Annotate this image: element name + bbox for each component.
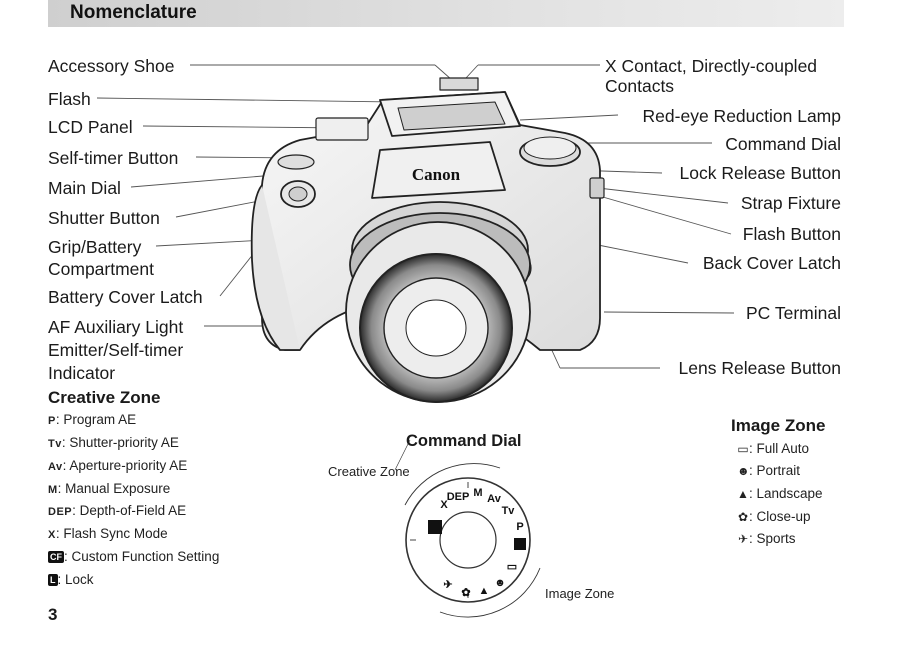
page-title: Nomenclature (70, 2, 197, 23)
label-af-auxiliary-light: AF Auxiliary Light (48, 317, 184, 337)
command-dial-glyphs: DEP M Av Tv P X ▭ ☻ ▲ ✿ ✈ (428, 487, 526, 599)
svg-text:✿: ✿ (461, 587, 470, 599)
label-indicator: Indicator (48, 363, 116, 383)
creative-zone-title: Creative Zone (48, 388, 161, 407)
label-contacts: Contacts (605, 76, 675, 96)
image-zone-item: ☻: Portrait (737, 463, 801, 478)
label-lcd-panel: LCD Panel (48, 117, 133, 137)
label-flash-button: Flash Button (742, 224, 841, 244)
label-back-cover-latch: Back Cover Latch (702, 253, 841, 273)
creative-zone-item: M: Manual Exposure (48, 481, 171, 496)
label-flash: Flash (48, 89, 91, 109)
command-dial-diagram (394, 439, 541, 618)
close-up-icon: ✿ (737, 510, 749, 524)
image-zone-item: ✿: Close-up (737, 509, 811, 524)
label-red-eye-lamp: Red-eye Reduction Lamp (642, 106, 841, 126)
label-strap-fixture: Strap Fixture (740, 193, 841, 213)
svg-text:X: X (440, 499, 448, 511)
svg-text:M: M (473, 487, 482, 499)
portrait-icon: ☻ (737, 464, 750, 478)
creative-zone-item: Av: Aperture-priority AE (48, 458, 188, 473)
image-zone-item: ✈: Sports (737, 531, 796, 546)
camera-body (250, 77, 605, 403)
label-x-contact: X Contact, Directly-coupled (605, 56, 818, 76)
creative-zone-item: DEP: Depth-of-Field AE (48, 503, 187, 518)
label-command-dial: Command Dial (725, 134, 841, 154)
label-pc-terminal: PC Terminal (746, 303, 841, 323)
creative-zone-item: CF: Custom Function Setting (48, 549, 220, 564)
landscape-icon: ▲ (737, 487, 749, 501)
creative-zone-item: L: Lock (48, 572, 94, 587)
image-zone-title: Image Zone (731, 416, 826, 435)
image-zone-item: ▲: Landscape (737, 486, 823, 501)
label-lock-release-button: Lock Release Button (679, 163, 842, 183)
command-dial-title: Command Dial (406, 432, 522, 450)
label-grip-battery: Grip/Battery (48, 237, 142, 257)
sports-icon: ✈ (737, 532, 749, 546)
creative-zone-item: X: Flash Sync Mode (48, 526, 168, 541)
svg-text:Av: Av (487, 493, 502, 505)
header-bar (48, 0, 844, 27)
svg-text:DEP: DEP (447, 491, 470, 503)
command-dial-creative-label: Creative Zone (328, 464, 410, 479)
svg-text:Tv: Tv (502, 505, 516, 517)
svg-text:☻: ☻ (494, 577, 506, 589)
label-battery-cover-latch: Battery Cover Latch (48, 287, 203, 307)
svg-text:▲: ▲ (479, 585, 490, 597)
svg-text:P: P (516, 521, 523, 533)
image-zone-item: ▭: Full Auto (737, 441, 810, 456)
page-number: 3 (48, 605, 58, 624)
full-auto-icon: ▭ (737, 442, 749, 456)
label-shutter-button: Shutter Button (48, 208, 160, 228)
label-emitter-self-timer: Emitter/Self-timer (48, 340, 184, 360)
creative-zone-item: Tv: Shutter-priority AE (48, 435, 179, 450)
svg-text:✈: ✈ (443, 579, 452, 591)
label-lens-release-button: Lens Release Button (678, 358, 841, 378)
camera-brand-logo: Canon (412, 165, 461, 184)
label-main-dial: Main Dial (48, 178, 121, 198)
svg-text:▭: ▭ (507, 561, 517, 573)
label-self-timer-button: Self-timer Button (48, 148, 179, 168)
command-dial-image-label: Image Zone (545, 586, 615, 601)
label-accessory-shoe: Accessory Shoe (48, 56, 175, 76)
creative-zone-item: P: Program AE (48, 412, 137, 427)
label-compartment: Compartment (48, 259, 155, 279)
